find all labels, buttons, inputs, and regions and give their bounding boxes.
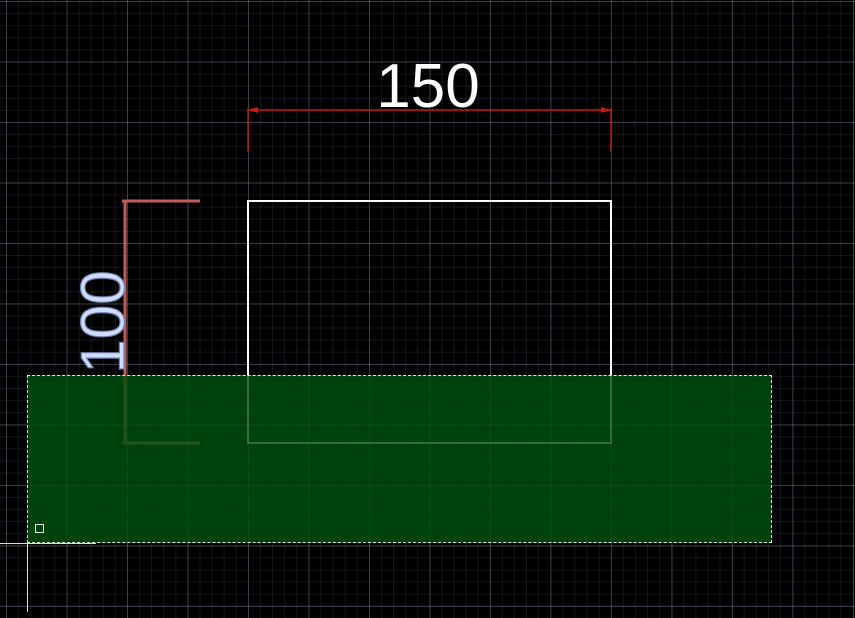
horizontal-dim-arrow-right [601,107,611,113]
crossing-selection-window[interactable] [27,375,772,543]
cursor-crosshair-horizontal [0,543,96,544]
horizontal-dim-arrow-left [248,107,258,113]
cursor-crosshair-vertical [27,540,28,612]
horizontal-dim-text: 150 [376,52,479,121]
horizontal-dimension[interactable]: 150 [247,52,612,152]
vertical-dimension[interactable]: 100 [68,199,200,445]
cursor-pickbox-icon [35,524,44,533]
vertical-dim-text: 100 [69,270,138,373]
